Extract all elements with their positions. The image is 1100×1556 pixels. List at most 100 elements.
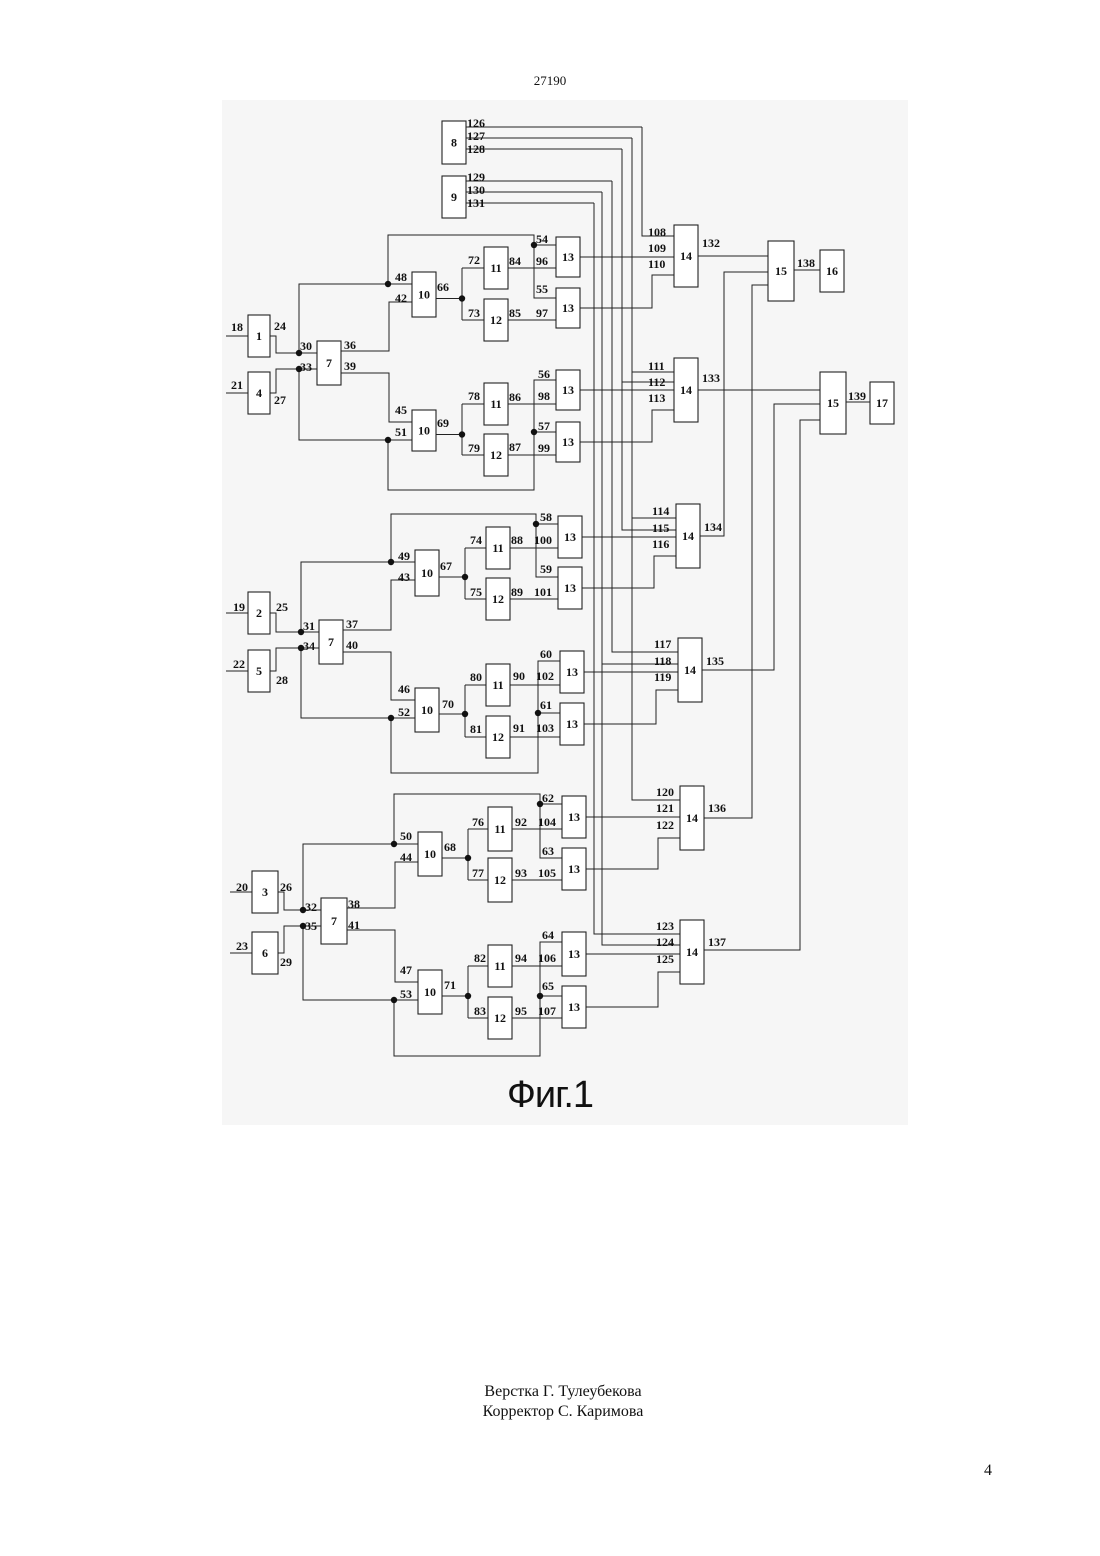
signal-number-100: 100 [534,533,552,547]
signal-number-22: 22 [233,657,245,671]
signal-number-93: 93 [515,866,527,880]
block-label: 2 [256,606,262,620]
signal-number-66: 66 [437,280,449,294]
block-10e: 10 [418,832,442,876]
signal-number-135: 135 [706,654,724,668]
signal-number-53: 53 [400,987,412,1001]
signal-number-83: 83 [474,1004,486,1018]
signal-number-27: 27 [274,393,286,407]
junction-dot [533,521,539,527]
block-11e: 11 [488,807,512,851]
signal-number-91: 91 [513,721,525,735]
signal-number-84: 84 [509,254,521,268]
block-11d: 11 [486,664,510,706]
block-label: 7 [326,356,332,370]
signal-number-79: 79 [468,441,480,455]
signal-number-44: 44 [400,850,412,864]
block-5: 5 [248,650,270,692]
block-3: 3 [252,871,278,913]
signal-number-38: 38 [348,897,360,911]
signal-number-82: 82 [474,951,486,965]
signal-number-36: 36 [344,338,356,352]
signal-number-65: 65 [542,979,554,993]
block-label: 13 [564,581,576,595]
signal-number-89: 89 [511,585,523,599]
signal-number-64: 64 [542,928,554,942]
signal-number-113: 113 [648,391,665,405]
signal-number-88: 88 [511,533,523,547]
block-12f: 12 [488,997,512,1039]
signal-number-127: 127 [467,129,485,143]
signal-number-24: 24 [274,319,286,333]
signal-number-125: 125 [656,952,674,966]
junction-dot [388,559,394,565]
block-12b: 12 [484,434,508,476]
block-13b: 13 [556,288,580,328]
signal-number-130: 130 [467,183,485,197]
block-13j: 13 [562,848,586,890]
junction-dot [385,437,391,443]
junction-dot [465,855,471,861]
signal-number-107: 107 [538,1004,556,1018]
block-13i: 13 [562,796,586,838]
block-label: 13 [564,530,576,544]
signal-number-57: 57 [538,419,550,433]
signal-number-85: 85 [509,306,521,320]
signal-number-49: 49 [398,549,410,563]
figure-caption: Фиг.1 [0,1074,1100,1117]
signal-number-25: 25 [276,600,288,614]
block-label: 10 [421,566,433,580]
junction-dot [391,841,397,847]
signal-number-75: 75 [470,585,482,599]
signal-number-51: 51 [395,425,407,439]
block-13g: 13 [560,651,584,693]
signal-number-87: 87 [509,440,521,454]
block-label: 12 [492,592,504,606]
block-label: 10 [424,985,436,999]
signal-number-54: 54 [536,232,548,246]
signal-number-90: 90 [513,669,525,683]
signal-number-50: 50 [400,829,412,843]
block-label: 14 [686,945,698,959]
block-1: 1 [248,315,270,357]
block-13a: 13 [556,237,580,277]
signal-number-120: 120 [656,785,674,799]
block-label: 17 [876,396,888,410]
block-label: 11 [492,678,503,692]
block-label: 5 [256,664,262,678]
block-11a: 11 [484,247,508,289]
block-label: 11 [494,822,505,836]
block-label: 11 [494,959,505,973]
signal-number-101: 101 [534,585,552,599]
block-label: 1 [256,329,262,343]
block-15b: 15 [820,372,846,434]
signal-number-31: 31 [303,619,315,633]
block-12d: 12 [486,716,510,758]
signal-number-56: 56 [538,367,550,381]
signal-number-52: 52 [398,705,410,719]
block-label: 15 [827,396,839,410]
signal-number-26: 26 [280,880,292,894]
signal-number-67: 67 [440,559,452,573]
signal-number-61: 61 [540,698,552,712]
block-7c: 7 [321,898,347,944]
block-7a: 7 [317,341,341,385]
block-15a: 15 [768,241,794,301]
signal-number-112: 112 [648,375,665,389]
block-label: 14 [686,811,698,825]
signal-number-119: 119 [654,670,671,684]
block-13d: 13 [556,422,580,462]
block-label: 7 [328,635,334,649]
block-label: 13 [568,947,580,961]
block-label: 11 [492,541,503,555]
block-label: 15 [775,264,787,278]
corrector-credit: Корректор С. Каримова [0,1402,1100,1422]
credits: Верстка Г. Тулеубекова Корректор С. Кари… [0,1382,1100,1422]
signal-number-132: 132 [702,236,720,250]
block-10f: 10 [418,970,442,1014]
signal-number-98: 98 [538,389,550,403]
block-label: 11 [490,397,501,411]
block-label: 13 [568,862,580,876]
block-14c: 14 [676,504,700,568]
